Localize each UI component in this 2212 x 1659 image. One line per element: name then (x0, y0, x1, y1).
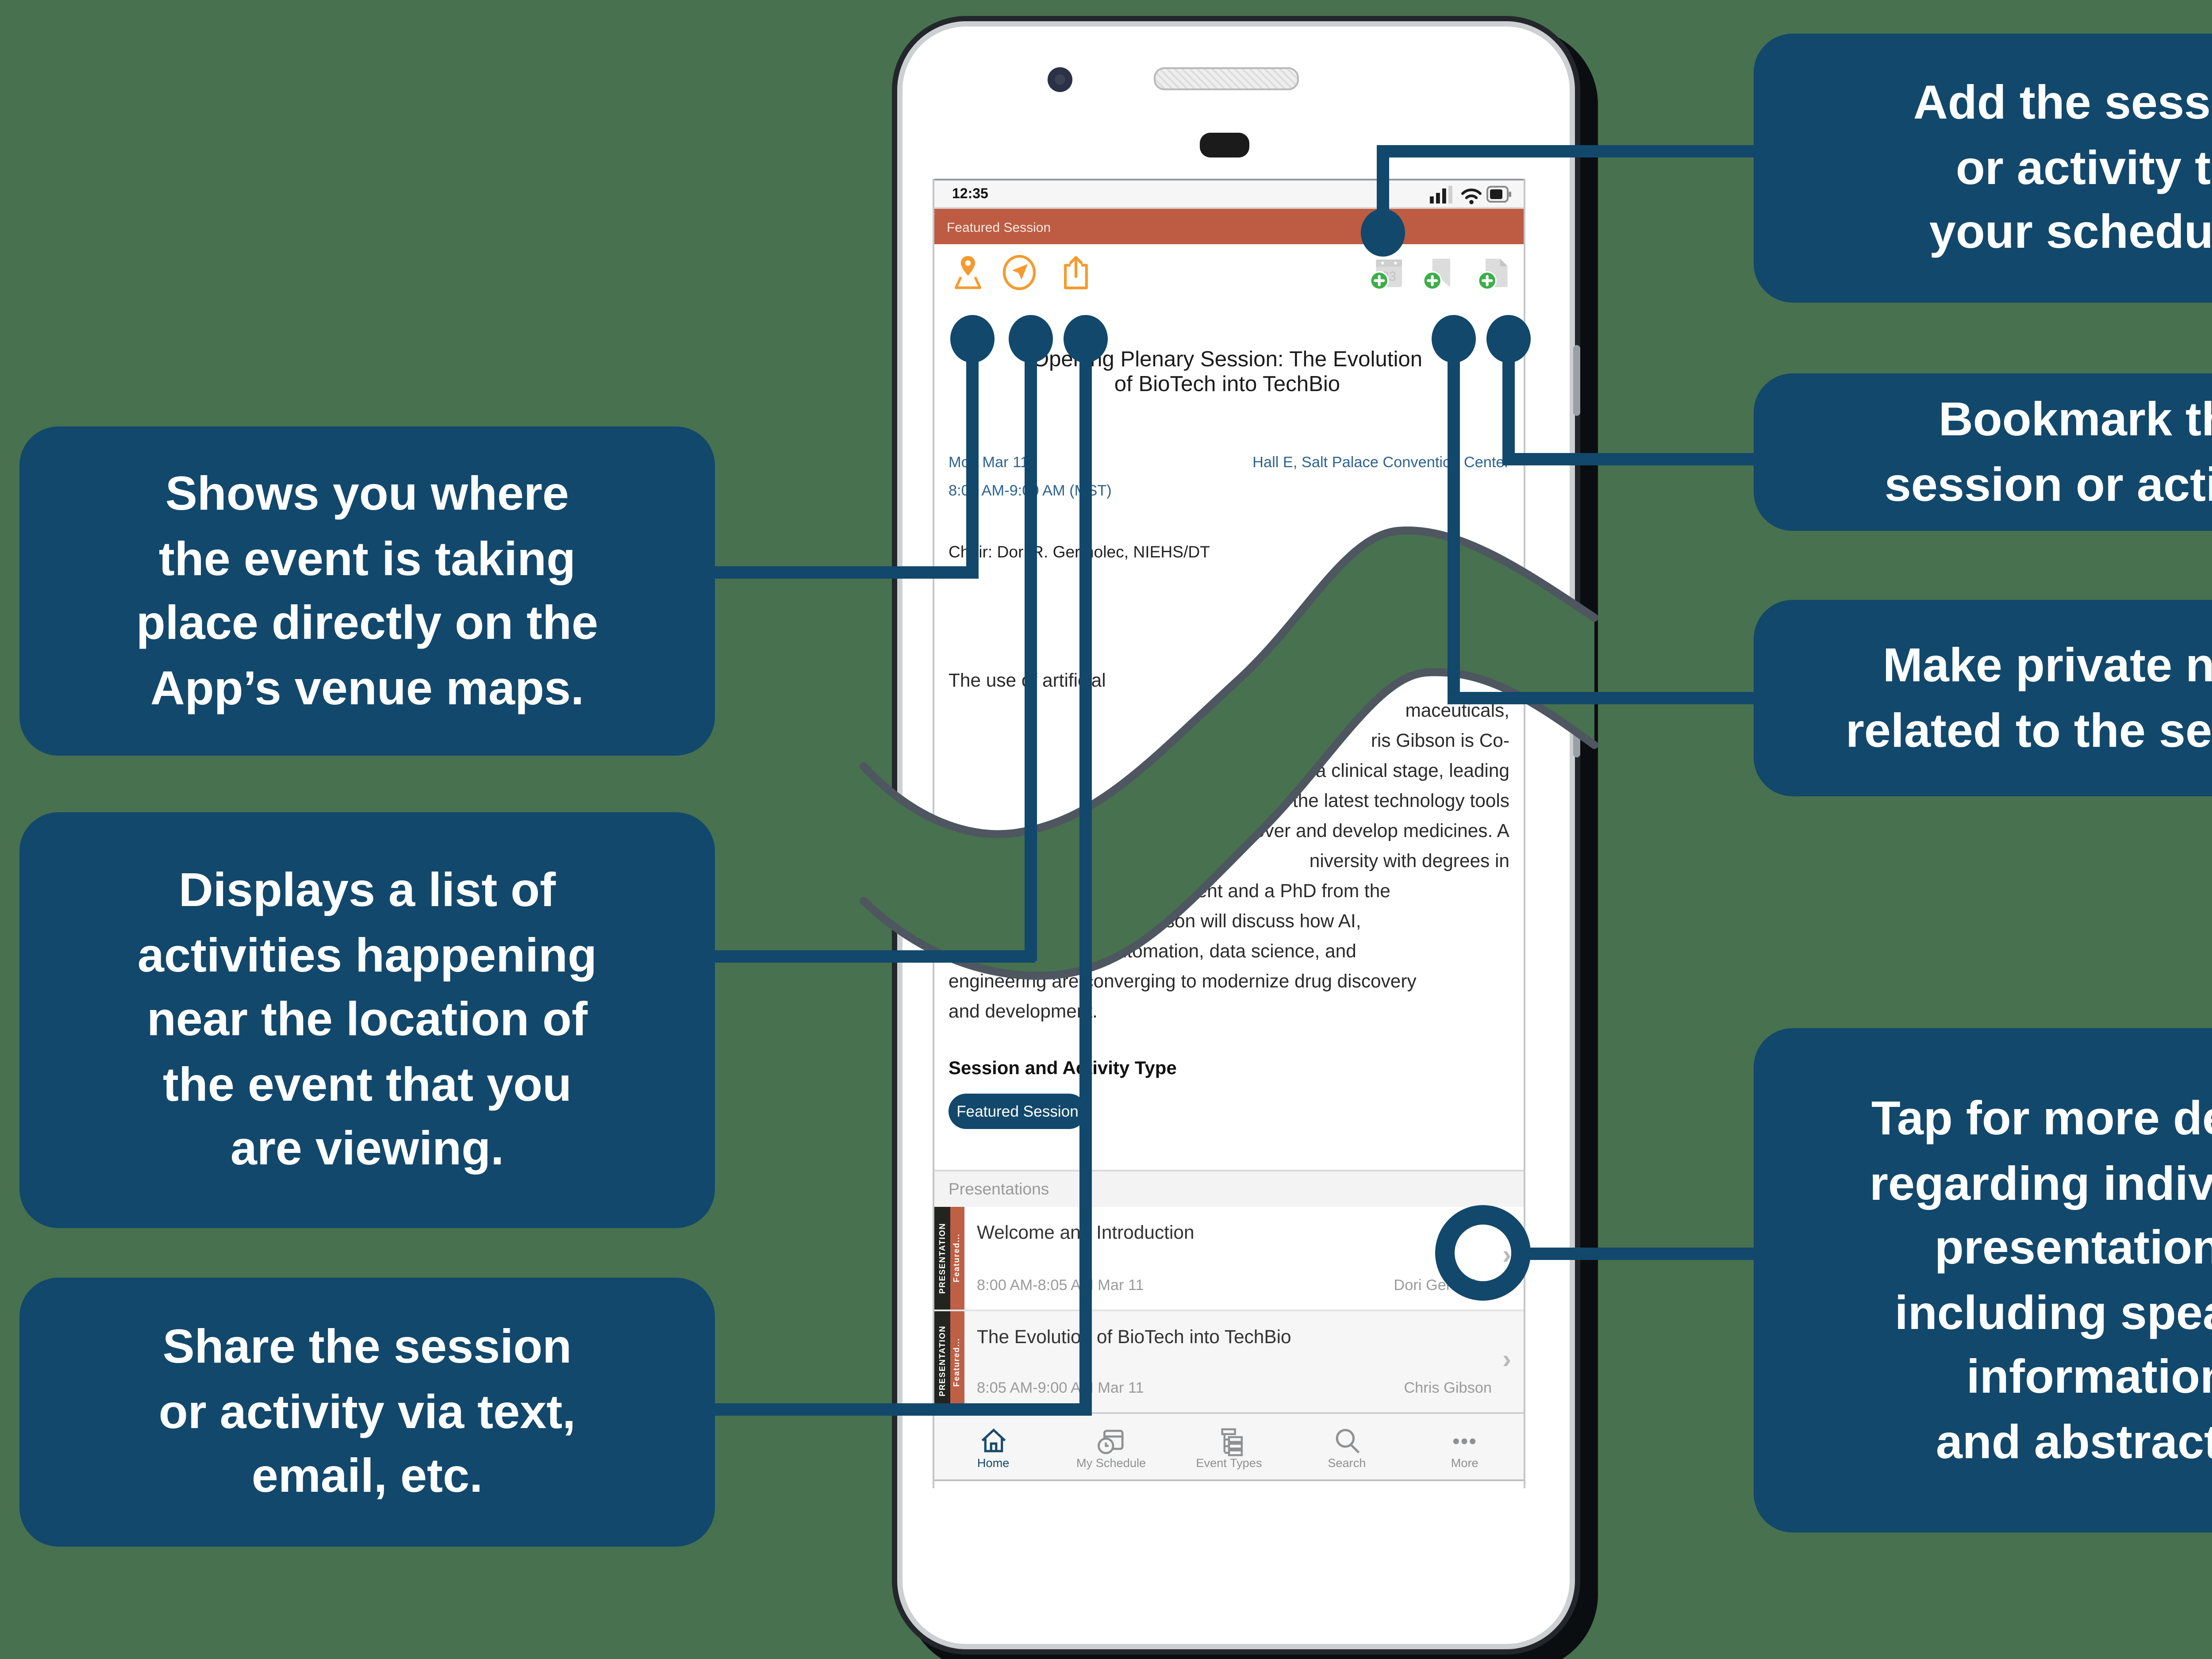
pointer-dot-bookmark (1486, 314, 1530, 362)
connector-bookmark (1502, 452, 1760, 465)
private-note-button[interactable] (1476, 253, 1515, 292)
note-icon (1478, 258, 1508, 290)
navigate-compass-icon (1002, 255, 1036, 290)
map-pin-icon (954, 256, 982, 289)
nearby-activities-button[interactable] (1000, 253, 1039, 292)
presentation-time: 8:05 AM-9:00 AM Mar 11 (977, 1379, 1144, 1396)
nav-item-home[interactable]: Home (934, 1414, 1052, 1481)
battery-icon (1486, 186, 1511, 203)
share-button[interactable] (1056, 253, 1095, 292)
row-tag-strip: Featured... (949, 1207, 964, 1310)
session-location: Hall E, Salt Palace Convention Center (1252, 453, 1509, 471)
phone-side-button (1573, 345, 1580, 416)
session-type-badge: Featured Session (949, 1094, 1087, 1129)
nav-label: My Schedule (1076, 1457, 1146, 1470)
callout-tap-details: Tap for more details regarding individua… (1754, 1028, 2212, 1532)
home-indicator (934, 1479, 1524, 1488)
callout-nearby-activities: Displays a list of activities happening … (19, 812, 715, 1228)
pointer-dot-venue-map (950, 314, 995, 362)
nav-item-more[interactable]: More (1406, 1414, 1524, 1481)
session-date: Mon Mar 11 (949, 453, 1029, 471)
nav-item-my-schedule[interactable]: My Schedule (1052, 1414, 1170, 1481)
add-to-schedule-button[interactable]: 23 (1368, 253, 1407, 292)
add-to-schedule-icon: 23 (1370, 259, 1402, 290)
description-line: maceuticals, (1405, 701, 1509, 722)
callout-share: Share the session or activity via text, … (19, 1278, 715, 1547)
callout-venue-map: Shows you where the event is taking plac… (19, 426, 715, 756)
presentations-header-label: Presentations (949, 1180, 1049, 1198)
featured-session-header-label: Featured Session (947, 219, 1051, 234)
share-icon (1064, 256, 1088, 289)
presentation-row[interactable]: PRESENTATION Featured... The Evolution o… (934, 1310, 1524, 1412)
wifi-icon (1461, 188, 1482, 204)
event-types-icon (1221, 1427, 1243, 1455)
signal-icon (1430, 186, 1452, 204)
description-line: g the latest technology tools (1277, 791, 1509, 812)
connector-share (708, 1403, 1090, 1416)
pointer-dot-share (1063, 314, 1107, 362)
front-camera (1048, 67, 1072, 92)
status-icons (1430, 184, 1511, 205)
connector-notes (1447, 338, 1459, 703)
home-icon (981, 1428, 1006, 1452)
nav-label: Event Types (1196, 1457, 1262, 1470)
featured-session-header: Featured Session (934, 209, 1524, 243)
session-title-line2: of BioTech into TechBio (1114, 372, 1340, 396)
status-time: 12:35 (952, 185, 988, 201)
sensor-oval (1200, 133, 1249, 157)
callout-add-schedule: Add the session or activity to your sche… (1754, 34, 2212, 303)
presentation-title: The Evolution of BioTech into TechBio (977, 1327, 1291, 1348)
row-type-strip: PRESENTATION (934, 1207, 949, 1310)
connector-nearby (1024, 338, 1036, 961)
nav-label: Home (977, 1457, 1010, 1470)
highlight-ring-chevron (1435, 1205, 1531, 1301)
venue-map-button[interactable] (949, 253, 987, 292)
pointer-dot-schedule (1361, 208, 1405, 256)
nav-item-search[interactable]: Search (1288, 1414, 1406, 1481)
row-type-strip: PRESENTATION (934, 1311, 949, 1412)
status-bar: 12:35 (934, 179, 1524, 209)
connector-venue-map (966, 338, 979, 579)
session-type-heading: Session and Activity Type (949, 1058, 1177, 1079)
description-line: ris Gibson is Co- (1371, 731, 1509, 752)
connector-notes (1447, 691, 1760, 703)
presentation-time: 8:00 AM-8:05 AM Mar 11 (977, 1276, 1144, 1294)
connector-venue-map (708, 565, 979, 578)
chevron-right-icon[interactable]: › (1502, 1345, 1511, 1375)
connector-tap-details (1518, 1247, 1759, 1259)
description-line: niversity with degrees in (1309, 851, 1509, 872)
connector-share (1079, 338, 1091, 1416)
callout-private-notes: Make private notes related to the sessio… (1754, 600, 2212, 796)
presentation-speaker: Chris Gibson (1404, 1379, 1492, 1396)
pointer-dot-nearby (1008, 314, 1052, 362)
bookmark-icon (1423, 258, 1450, 290)
bottom-nav: Home My Schedule Event Types (934, 1412, 1524, 1481)
more-icon (1453, 1437, 1476, 1444)
description-line: a clinical stage, leading (1315, 761, 1509, 782)
my-schedule-icon (1098, 1429, 1125, 1453)
bookmark-button[interactable] (1421, 253, 1460, 292)
earpiece-speaker (1154, 67, 1299, 90)
callout-bookmark: Bookmark the session or activity. (1754, 373, 2212, 531)
nav-label: Search (1328, 1457, 1366, 1470)
search-icon (1335, 1428, 1359, 1453)
connector-nearby (708, 949, 1035, 962)
row-tag-strip: Featured... (949, 1311, 964, 1412)
nav-label: More (1451, 1457, 1479, 1470)
description-line: scover and develop medicines. A (1235, 821, 1509, 842)
pointer-dot-notes (1431, 314, 1475, 362)
description-line: and development. (949, 1002, 1098, 1023)
nav-item-event-types[interactable]: Event Types (1170, 1414, 1288, 1481)
connector-schedule (1377, 144, 1759, 157)
